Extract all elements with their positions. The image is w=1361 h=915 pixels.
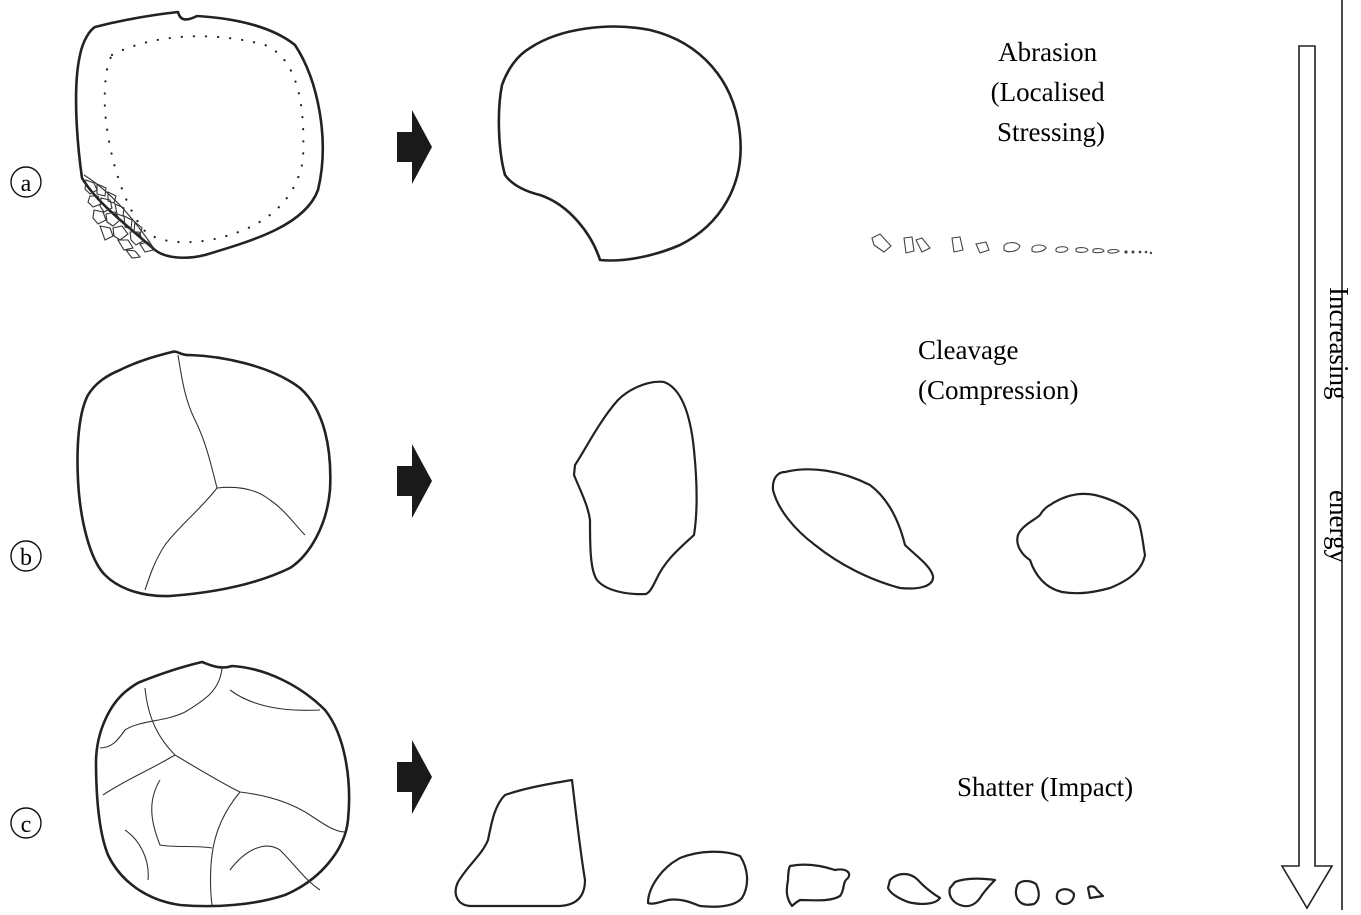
marker-c: c bbox=[11, 808, 41, 838]
particle-c-fragment-8 bbox=[1088, 886, 1103, 898]
particle-a-dotted-outline bbox=[105, 36, 304, 242]
marker-b: b bbox=[11, 541, 41, 571]
arrow-a bbox=[397, 110, 432, 184]
particle-b-cracks bbox=[145, 355, 305, 590]
svg-text:a: a bbox=[21, 171, 32, 197]
particle-c-fragment-6 bbox=[1016, 881, 1039, 905]
energy-axis-arrow bbox=[1282, 46, 1332, 908]
particle-b-fragment-1 bbox=[574, 382, 697, 594]
svg-text:c: c bbox=[21, 812, 32, 838]
particle-a-result bbox=[499, 27, 741, 261]
arrow-c bbox=[397, 740, 432, 814]
abrasion-fines-row bbox=[872, 234, 1152, 254]
particle-b-original bbox=[77, 352, 330, 597]
energy-axis-label-energy: energy bbox=[1324, 490, 1354, 563]
abrasion-fines-cluster bbox=[84, 175, 155, 258]
particle-c-fragment-7 bbox=[1057, 889, 1074, 904]
particle-b-fragment-3 bbox=[1017, 494, 1145, 593]
energy-axis-label-increasing: Increasing bbox=[1324, 287, 1354, 399]
particle-b-fragment-2 bbox=[773, 469, 933, 588]
particle-c-cracks bbox=[100, 668, 345, 905]
energy-axis: Increasing energy bbox=[1282, 46, 1354, 908]
label-abrasion: Abrasion (Localised Stressing) bbox=[991, 37, 1112, 147]
arrow-b bbox=[397, 444, 432, 518]
row-cleavage: b Cleavage (Compression) bbox=[11, 335, 1145, 596]
particle-c-fragment-4 bbox=[888, 874, 940, 904]
label-cleavage: Cleavage (Compression) bbox=[918, 335, 1078, 405]
particle-c-fragment-2 bbox=[648, 852, 747, 907]
marker-a: a bbox=[11, 167, 41, 197]
label-shatter: Shatter (Impact) bbox=[957, 772, 1133, 802]
particle-c-fragment-5 bbox=[949, 879, 995, 906]
svg-text:b: b bbox=[20, 545, 32, 571]
row-shatter: c Shatter (Impact) bbox=[11, 662, 1133, 907]
particle-c-fragment-3 bbox=[787, 865, 849, 906]
particle-a-original bbox=[76, 12, 323, 258]
particle-c-fragment-1 bbox=[456, 780, 585, 906]
particle-c-original bbox=[96, 662, 349, 906]
row-abrasion: a bbox=[11, 12, 1152, 260]
